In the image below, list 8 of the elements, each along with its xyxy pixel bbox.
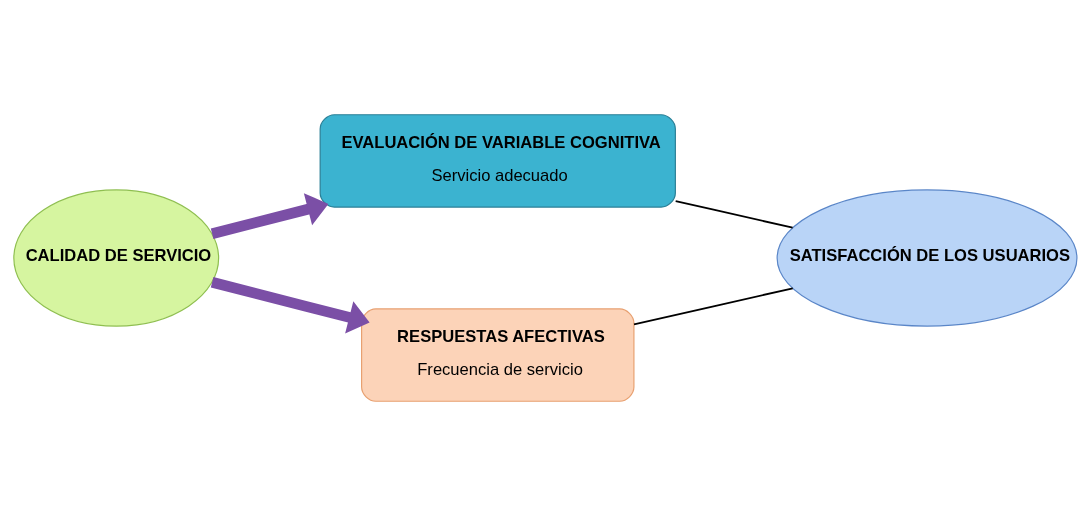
arrow bbox=[210, 277, 370, 334]
arrow bbox=[210, 193, 329, 239]
node-box: RESPUESTAS AFECTIVAS Frecuencia de servicio bbox=[361, 308, 635, 402]
connector bbox=[633, 287, 794, 326]
node-box: EVALUACIÓN DE VARIABLE COGNITIVA Servicio adecuado bbox=[319, 114, 676, 208]
node-ellipse: SATISFACCIÓN DE LOS USUARIOS bbox=[776, 189, 1078, 327]
node-ellipse: CALIDAD DE SERVICIO bbox=[13, 189, 220, 327]
connector bbox=[674, 200, 794, 229]
